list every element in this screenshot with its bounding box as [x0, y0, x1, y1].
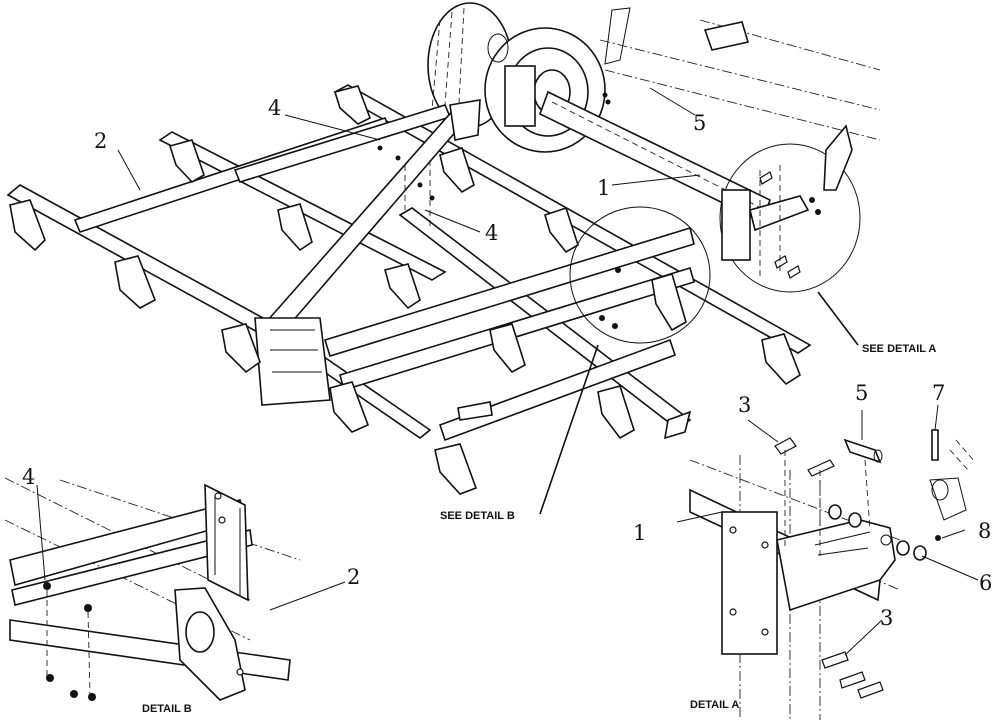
cross-tubes [73, 104, 695, 442]
upper-beam-ghost [599, 7, 881, 141]
callout-1-main: 1 [597, 176, 610, 200]
detail-a-drawing [676, 404, 979, 720]
callout-3-detail-a-top: 3 [738, 393, 751, 417]
detail-b-circle [539, 206, 711, 515]
cross-handle [457, 401, 493, 421]
callout-2-main: 2 [94, 129, 107, 153]
callout-4-main-center: 4 [485, 221, 498, 245]
callout-1-detail-a: 1 [633, 521, 646, 545]
main-assembly [6, 2, 881, 515]
detail-b-drawing [4, 477, 346, 701]
callout-2-detail-b: 2 [347, 565, 360, 589]
callout-5-detail-a: 5 [855, 381, 868, 405]
callout-4-main-top: 4 [268, 96, 281, 120]
detail-b-label: DETAIL B [142, 703, 192, 715]
callout-3-detail-a-bottom: 3 [880, 606, 893, 630]
see-detail-b-label: SEE DETAIL B [440, 510, 515, 522]
callout-5-main: 5 [693, 111, 706, 135]
callout-6-detail-a: 6 [979, 571, 992, 595]
shank-clamps [9, 85, 801, 495]
main-hardware [377, 92, 611, 230]
see-detail-a-label: SEE DETAIL A [862, 343, 936, 355]
detail-a-label: DETAIL A [690, 699, 739, 711]
hitch-arm [254, 99, 481, 406]
callout-8-detail-a: 8 [978, 519, 991, 543]
detail-a-circle [719, 124, 861, 346]
rail-end-cap [663, 410, 692, 440]
callout-7-detail-a: 7 [932, 381, 945, 405]
callout-4-detail-b: 4 [22, 465, 35, 489]
main-leaders [117, 87, 701, 233]
